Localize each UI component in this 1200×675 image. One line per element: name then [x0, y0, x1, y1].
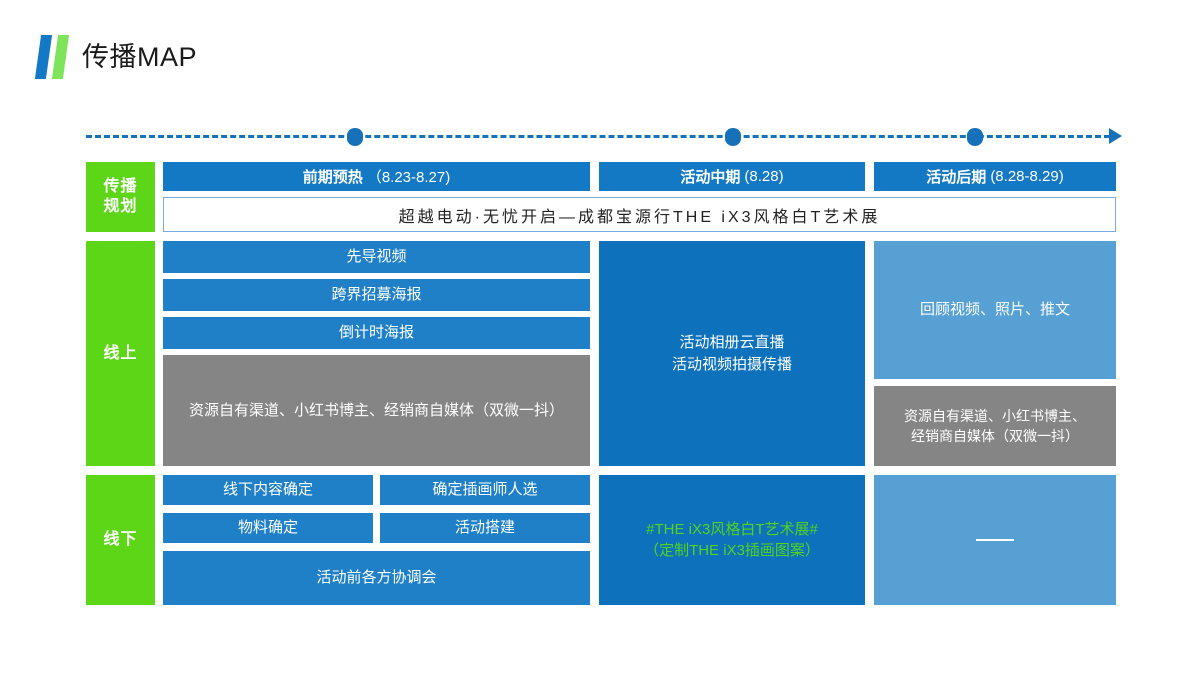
row-label-plan-line2: 规划	[103, 198, 138, 215]
row-offline-body: 线下内容确定 确定插画师人选 物料确定 活动搭建 活动前各方协调会 #THE i…	[163, 475, 1116, 605]
logo-icon	[34, 35, 70, 79]
online-mid-line2: 活动视频拍摄传播	[671, 355, 792, 373]
phase-name-mid: 活动中期	[680, 169, 741, 187]
row-label-plan: 传播 规划	[86, 162, 155, 232]
timeline-marker-2	[725, 128, 741, 146]
phase-name-late: 活动后期	[926, 169, 987, 187]
communication-map-grid: 传播 规划 前期预热 （8.23-8.27) 活动中期 (8.28) 活动后期 …	[86, 162, 1116, 605]
dash-icon	[976, 539, 1014, 541]
phase-name-early: 前期预热	[302, 169, 363, 187]
online-mid-column: 活动相册云直播 活动视频拍摄传播	[599, 241, 865, 466]
phase-date-early: （8.23-8.27)	[366, 169, 451, 187]
online-tile-countdown-poster[interactable]: 倒计时海报	[163, 317, 590, 349]
page-title-text: 传播MAP	[82, 41, 198, 72]
row-online: 线上 先导视频 跨界招募海报 倒计时海报 资源自有渠道、小红书博主、经销商自媒体…	[86, 241, 1116, 466]
phase-header-row: 前期预热 （8.23-8.27) 活动中期 (8.28) 活动后期 (8.28-…	[163, 162, 1116, 192]
spacer-5	[590, 475, 599, 605]
logo-bar-green	[51, 35, 70, 79]
row-label-offline-text: 线下	[103, 531, 138, 548]
campaign-slogan: 超越电动·无忧开启—成都宝源行THE iX3风格白T艺术展	[163, 197, 1116, 232]
spacer-6	[865, 475, 874, 605]
timeline	[86, 128, 1122, 146]
row-label-online: 线上	[86, 241, 155, 466]
phase-header-mid[interactable]: 活动中期 (8.28)	[599, 162, 865, 192]
online-owned-channels-text: 资源自有渠道、小红书博主、经销商自媒体（双微一抖）	[188, 401, 564, 419]
offline-mid-line2: （定制THE iX3插画图案）	[644, 542, 820, 559]
online-late-bottom-line1: 资源自有渠道、小红书博主、	[904, 407, 1086, 424]
offline-tile-hashtag[interactable]: #THE iX3风格白T艺术展# （定制THE iX3插画图案）	[599, 475, 865, 605]
row-plan-body: 前期预热 （8.23-8.27) 活动中期 (8.28) 活动后期 (8.28-…	[163, 162, 1116, 232]
spacer-1	[590, 162, 599, 191]
arrow-right-icon	[1109, 128, 1122, 144]
timeline-dashed-line	[86, 135, 1110, 138]
online-tile-recap[interactable]: 回顾视频、照片、推文	[874, 241, 1116, 379]
offline-tile-event-setup[interactable]: 活动搭建	[380, 513, 590, 543]
offline-tile-content-confirm[interactable]: 线下内容确定	[163, 475, 373, 505]
phase-date-mid: (8.28)	[744, 168, 784, 186]
spacer-2	[865, 162, 874, 191]
page-title: 传播MAP	[34, 34, 198, 80]
row-label-online-text: 线上	[103, 344, 138, 362]
online-tile-teaser-video[interactable]: 先导视频	[163, 241, 590, 273]
offline-mid-column: #THE iX3风格白T艺术展# （定制THE iX3插画图案）	[599, 475, 865, 605]
online-tile-live-stream[interactable]: 活动相册云直播 活动视频拍摄传播	[599, 241, 865, 466]
phase-header-late[interactable]: 活动后期 (8.28-8.29)	[874, 162, 1116, 192]
online-tile-recruit-poster[interactable]: 跨界招募海报	[163, 279, 590, 311]
offline-tile-coordination-meeting[interactable]: 活动前各方协调会	[163, 551, 590, 605]
logo-bar-blue	[34, 35, 53, 79]
row-offline: 线下 线下内容确定 确定插画师人选 物料确定 活动搭建 活动前各方协调会	[86, 475, 1116, 605]
online-early-column: 先导视频 跨界招募海报 倒计时海报 资源自有渠道、小红书博主、经销商自媒体（双微…	[163, 241, 590, 466]
row-label-plan-line1: 传播	[103, 178, 138, 195]
offline-early-column: 线下内容确定 确定插画师人选 物料确定 活动搭建 活动前各方协调会	[163, 475, 590, 605]
offline-mid-line1: #THE iX3风格白T艺术展#	[646, 521, 818, 538]
row-offline-columns: 线下内容确定 确定插画师人选 物料确定 活动搭建 活动前各方协调会 #THE i…	[163, 475, 1116, 605]
online-late-column: 回顾视频、照片、推文 资源自有渠道、小红书博主、 经销商自媒体（双微一抖）	[874, 241, 1116, 466]
offline-row-1: 线下内容确定 确定插画师人选	[163, 475, 590, 505]
online-tile-owned-channels[interactable]: 资源自有渠道、小红书博主、经销商自媒体（双微一抖）	[163, 355, 590, 466]
timeline-marker-3	[966, 128, 983, 146]
online-late-bottom-line2: 经销商自媒体（双微一抖）	[911, 428, 1079, 444]
row-online-columns: 先导视频 跨界招募海报 倒计时海报 资源自有渠道、小红书博主、经销商自媒体（双微…	[163, 241, 1116, 466]
phase-header-early[interactable]: 前期预热 （8.23-8.27)	[163, 162, 590, 192]
offline-late-column	[874, 475, 1116, 605]
row-online-body: 先导视频 跨界招募海报 倒计时海报 资源自有渠道、小红书博主、经销商自媒体（双微…	[163, 241, 1116, 466]
spacer-4	[865, 241, 874, 466]
offline-tile-empty[interactable]	[874, 475, 1116, 605]
offline-tile-illustrator-confirm[interactable]: 确定插画师人选	[380, 475, 590, 505]
spacer-3	[590, 241, 599, 466]
online-tile-owned-channels-late[interactable]: 资源自有渠道、小红书博主、 经销商自媒体（双微一抖）	[874, 386, 1116, 466]
timeline-marker-1	[346, 128, 363, 146]
offline-row-2: 物料确定 活动搭建	[163, 513, 590, 543]
row-plan: 传播 规划 前期预热 （8.23-8.27) 活动中期 (8.28) 活动后期 …	[86, 162, 1116, 232]
row-label-offline: 线下	[86, 475, 155, 605]
phase-date-late: (8.28-8.29)	[990, 168, 1064, 186]
online-mid-line1: 活动相册云直播	[679, 333, 785, 351]
offline-tile-material-confirm[interactable]: 物料确定	[163, 513, 373, 543]
